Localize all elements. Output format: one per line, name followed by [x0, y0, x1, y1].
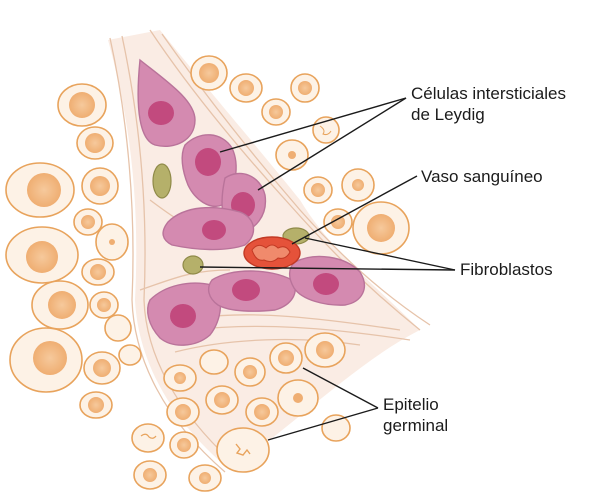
germ-cell [167, 398, 199, 426]
fibroblast [183, 256, 203, 274]
germ-cell [6, 227, 78, 283]
germ-cell [90, 292, 118, 318]
germ-cell [58, 84, 106, 126]
germinal-epithelium-left [6, 84, 141, 418]
label-fibroblasts: Fibroblastos [460, 259, 553, 280]
label-blood-vessel: Vaso sanguíneo [421, 166, 543, 187]
germ-cell [353, 202, 409, 254]
germ-cell [119, 345, 141, 365]
germ-cell [189, 465, 221, 491]
germ-cell [262, 99, 290, 125]
germ-cell [270, 343, 302, 373]
germ-cell [191, 56, 227, 90]
germ-cell [164, 365, 196, 391]
germ-cell [206, 386, 238, 414]
germ-cell [74, 209, 102, 235]
label-leydig-line1: Células intersticiales [411, 83, 566, 104]
germ-cell [6, 163, 74, 217]
germ-cell [77, 127, 113, 159]
blood-vessel [244, 237, 300, 269]
germ-cell [278, 380, 318, 416]
germ-cell [32, 281, 88, 329]
germ-cell [217, 428, 269, 472]
label-leydig-cells: Células intersticiales de Leydig [411, 83, 566, 125]
germ-cell [84, 352, 120, 384]
germ-cell [246, 398, 278, 426]
fibroblast [153, 164, 171, 198]
germ-cell [10, 328, 82, 392]
germ-cell [304, 177, 332, 203]
germ-cell [96, 224, 128, 260]
germ-cell [80, 392, 112, 418]
germ-cell [230, 74, 262, 102]
germ-cell [305, 333, 345, 367]
germ-cell [82, 168, 118, 204]
germ-cell [134, 461, 166, 489]
germ-cell [322, 415, 350, 441]
germ-cell [200, 350, 228, 374]
label-epitelio-line1: Epitelio [383, 394, 448, 415]
germ-cell [342, 169, 374, 201]
germ-cell [132, 424, 164, 452]
germ-cell [82, 259, 114, 285]
label-epitelio-line2: germinal [383, 415, 448, 436]
leydig-cell [209, 271, 295, 311]
label-leydig-line2: de Leydig [411, 104, 566, 125]
label-germinal-epithelium: Epitelio germinal [383, 394, 448, 436]
germ-cell [276, 140, 308, 170]
germ-cell [291, 74, 319, 102]
germ-cell [170, 432, 198, 458]
leader-leydig-1 [220, 98, 406, 152]
germ-cell [235, 358, 265, 386]
germ-cell [105, 315, 131, 341]
